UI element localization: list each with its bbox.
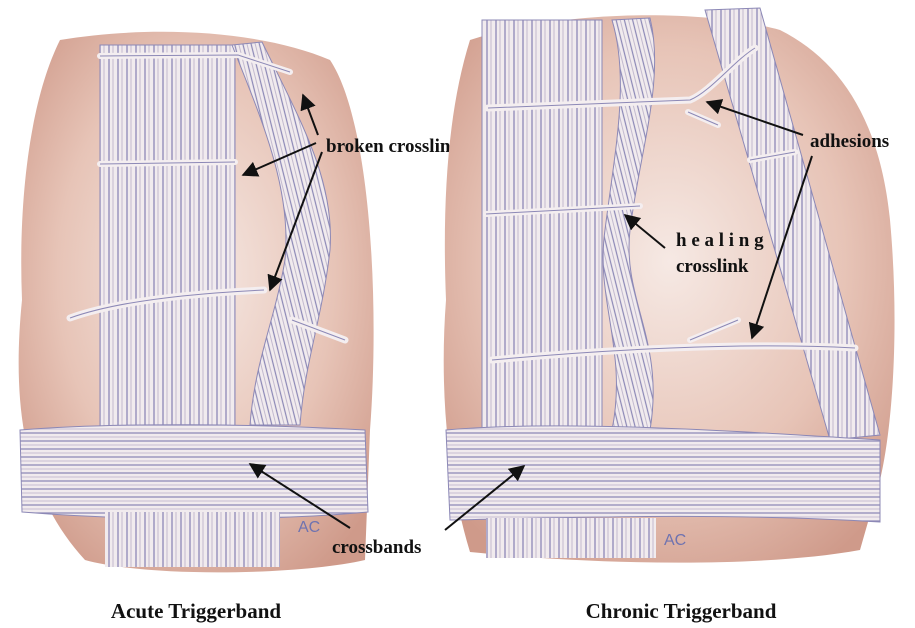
chronic-panel: adhesions h e a l i n g crosslink AC Chr… [444, 8, 895, 623]
acute-caption: Acute Triggerband [111, 599, 281, 623]
label-adhesions: adhesions [810, 131, 889, 152]
chronic-lower-fibers [486, 518, 656, 558]
acute-vertical-fiber-bundle [100, 45, 235, 440]
acute-crossband [20, 425, 368, 519]
chronic-caption: Chronic Triggerband [586, 599, 777, 623]
label-healing: h e a l i n g [676, 230, 764, 251]
chronic-artist-signature: AC [664, 532, 686, 549]
label-broken-crosslinks: broken crosslinks [326, 136, 468, 157]
chronic-crossband [446, 426, 880, 522]
acute-artist-signature: AC [298, 519, 320, 536]
acute-lower-fibers [105, 512, 280, 567]
label-crosslink: crosslink [676, 256, 749, 277]
label-crossbands: crossbands [332, 537, 421, 558]
chronic-vertical-fiber-bundle [482, 20, 602, 435]
acute-panel: broken crosslinks AC Acute Triggerband [19, 32, 469, 623]
